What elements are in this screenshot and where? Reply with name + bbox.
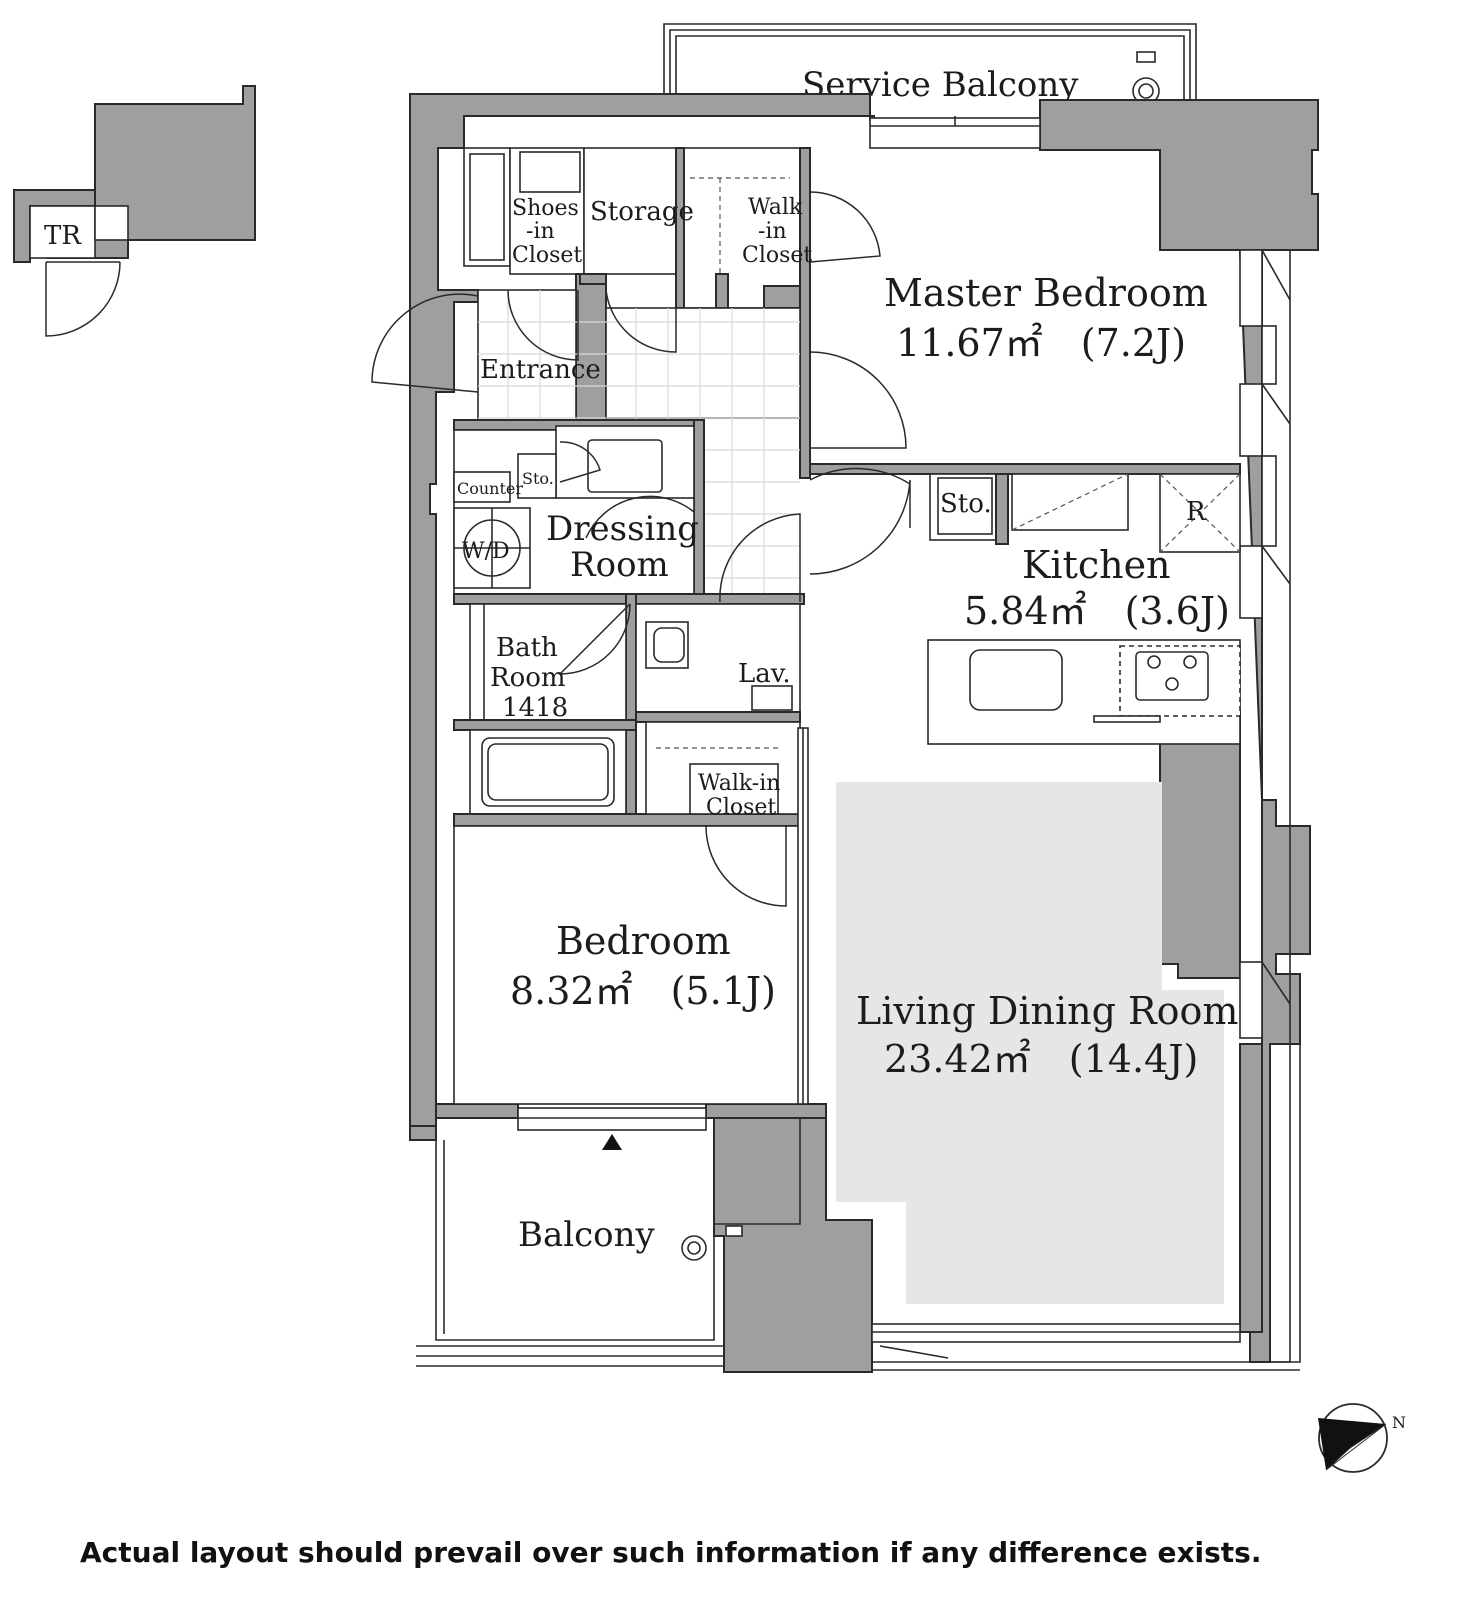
shoes-closet-label-1: Shoes — [512, 196, 579, 221]
trunk-room: TR — [13, 85, 256, 337]
bedroom-area: 8.32㎡ (5.1J) — [510, 969, 776, 1013]
living-dining-label: Living Dining Room — [856, 989, 1238, 1033]
labels: Shoes -in Closet Storage Walk -in Closet… — [457, 195, 1238, 1255]
tile-grid — [478, 290, 800, 600]
exterior-walls — [409, 93, 1319, 1373]
wd-label: W/D — [462, 539, 510, 564]
counter-label: Counter — [457, 479, 523, 498]
walk-in-mid-label-1: Walk-in — [698, 771, 780, 796]
master-bedroom-area: 11.67㎡ (7.2J) — [896, 321, 1186, 365]
balcony — [416, 1044, 1301, 1371]
walk-in-top-label-2: -in — [758, 219, 787, 244]
balcony-label: Balcony — [518, 1215, 656, 1255]
shoes-closet-label-2: -in — [526, 219, 555, 244]
lav-label: Lav. — [738, 659, 791, 689]
living-dining-area: 23.42㎡ (14.4J) — [884, 1037, 1198, 1081]
storage-label: Storage — [590, 197, 694, 227]
sto-kitchen-label: Sto. — [940, 489, 992, 519]
walk-in-top-label-1: Walk — [748, 195, 803, 220]
entrance-label: Entrance — [480, 355, 601, 385]
dressing-room-label-1: Dressing — [546, 509, 699, 549]
bath-room-label-2: Room — [490, 663, 566, 693]
door-swings — [371, 191, 911, 907]
disclaimer-text: Actual layout should prevail over such i… — [80, 1536, 1262, 1569]
kitchen-label: Kitchen — [1022, 543, 1171, 587]
compass-north-label: N — [1392, 1413, 1406, 1432]
bedroom-label: Bedroom — [556, 919, 731, 963]
bath-room-label-1: Bath — [496, 633, 558, 663]
compass-icon: N — [1318, 1403, 1406, 1473]
tr-label: TR — [44, 221, 82, 251]
sto-small-label: Sto. — [522, 469, 554, 488]
walk-in-mid-label-2: Closet — [706, 795, 776, 820]
dressing-room-label-2: Room — [570, 545, 669, 585]
master-bedroom-label: Master Bedroom — [884, 271, 1208, 315]
kitchen-area: 5.84㎡ (3.6J) — [964, 589, 1230, 633]
window-top — [869, 116, 1041, 149]
shoes-closet-label-3: Closet — [512, 243, 582, 268]
interior-partitions — [453, 147, 1241, 1359]
refrigerator-label: R — [1186, 497, 1207, 527]
walk-in-top-label-3: Closet — [742, 243, 812, 268]
bath-room-label-3: 1418 — [502, 693, 568, 723]
